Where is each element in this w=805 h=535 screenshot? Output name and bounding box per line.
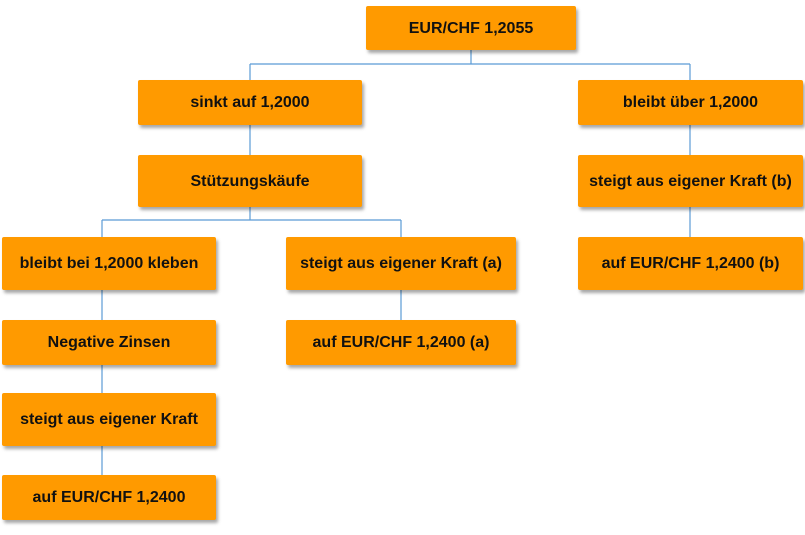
node-steigt-b-label: steigt aus eigener Kraft (b) bbox=[589, 172, 792, 190]
node-ziel-b[interactable]: auf EUR/CHF 1,2400 (b) bbox=[578, 237, 803, 290]
node-negativ[interactable]: Negative Zinsen bbox=[2, 320, 216, 365]
node-stuetzung[interactable]: Stützungskäufe bbox=[138, 155, 362, 207]
node-steigt-a[interactable]: steigt aus eigener Kraft (a) bbox=[286, 237, 516, 290]
node-bleibt-ueber-label: bleibt über 1,2000 bbox=[622, 94, 759, 111]
node-steigt-a-label: steigt aus eigener Kraft (a) bbox=[300, 255, 502, 272]
node-kleben-label: bleibt bei 1,2000 kleben bbox=[19, 255, 199, 272]
node-steigt-b[interactable]: steigt aus eigener Kraft (b) bbox=[578, 155, 803, 207]
node-bleibt-ueber[interactable]: bleibt über 1,2000 bbox=[578, 80, 803, 125]
node-root-label: EUR/CHF 1,2055 bbox=[408, 19, 534, 37]
node-ziel-c[interactable]: auf EUR/CHF 1,2400 bbox=[2, 475, 216, 520]
node-ziel-b-label: auf EUR/CHF 1,2400 (b) bbox=[601, 255, 780, 272]
node-negativ-label: Negative Zinsen bbox=[47, 334, 171, 351]
node-stuetzung-label: Stützungskäufe bbox=[190, 172, 310, 190]
node-steigt-c-label: steigt aus eigener Kraft bbox=[20, 411, 198, 428]
node-ziel-a[interactable]: auf EUR/CHF 1,2400 (a) bbox=[286, 320, 516, 365]
node-sinkt-label: sinkt auf 1,2000 bbox=[190, 94, 310, 111]
node-ziel-c-label: auf EUR/CHF 1,2400 bbox=[32, 489, 186, 506]
node-kleben[interactable]: bleibt bei 1,2000 kleben bbox=[2, 237, 216, 290]
node-ziel-a-label: auf EUR/CHF 1,2400 (a) bbox=[312, 334, 490, 351]
node-sinkt[interactable]: sinkt auf 1,2000 bbox=[138, 80, 362, 125]
node-steigt-c[interactable]: steigt aus eigener Kraft bbox=[2, 393, 216, 446]
node-root[interactable]: EUR/CHF 1,2055 bbox=[366, 6, 576, 50]
